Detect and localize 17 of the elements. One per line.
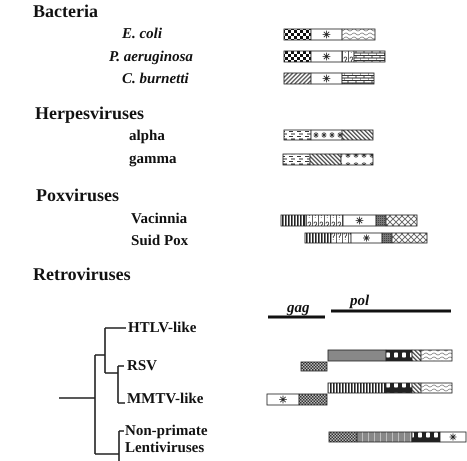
gene-label: gag bbox=[287, 300, 310, 317]
gene-label: pol bbox=[350, 293, 370, 310]
organism-label: E. coli bbox=[122, 26, 162, 43]
clade-label: MMTV-like bbox=[127, 391, 204, 408]
group-heading: Bacteria bbox=[33, 2, 98, 21]
group-heading: Retroviruses bbox=[33, 265, 131, 284]
clade-label: Non-primate Lentiviruses bbox=[125, 423, 208, 457]
organism-label: alpha bbox=[129, 128, 165, 145]
organism-label: C. burnetti bbox=[122, 71, 189, 88]
organism-label: gamma bbox=[129, 151, 176, 168]
group-heading: Herpesviruses bbox=[35, 104, 144, 123]
group-heading: Poxviruses bbox=[36, 186, 119, 205]
organism-label: Vacinnia bbox=[131, 211, 188, 228]
clade-label: RSV bbox=[127, 358, 158, 375]
organism-label: P. aeruginosa bbox=[109, 49, 193, 66]
clade-label: HTLV-like bbox=[128, 320, 196, 337]
organism-label: Suid Pox bbox=[131, 233, 188, 250]
